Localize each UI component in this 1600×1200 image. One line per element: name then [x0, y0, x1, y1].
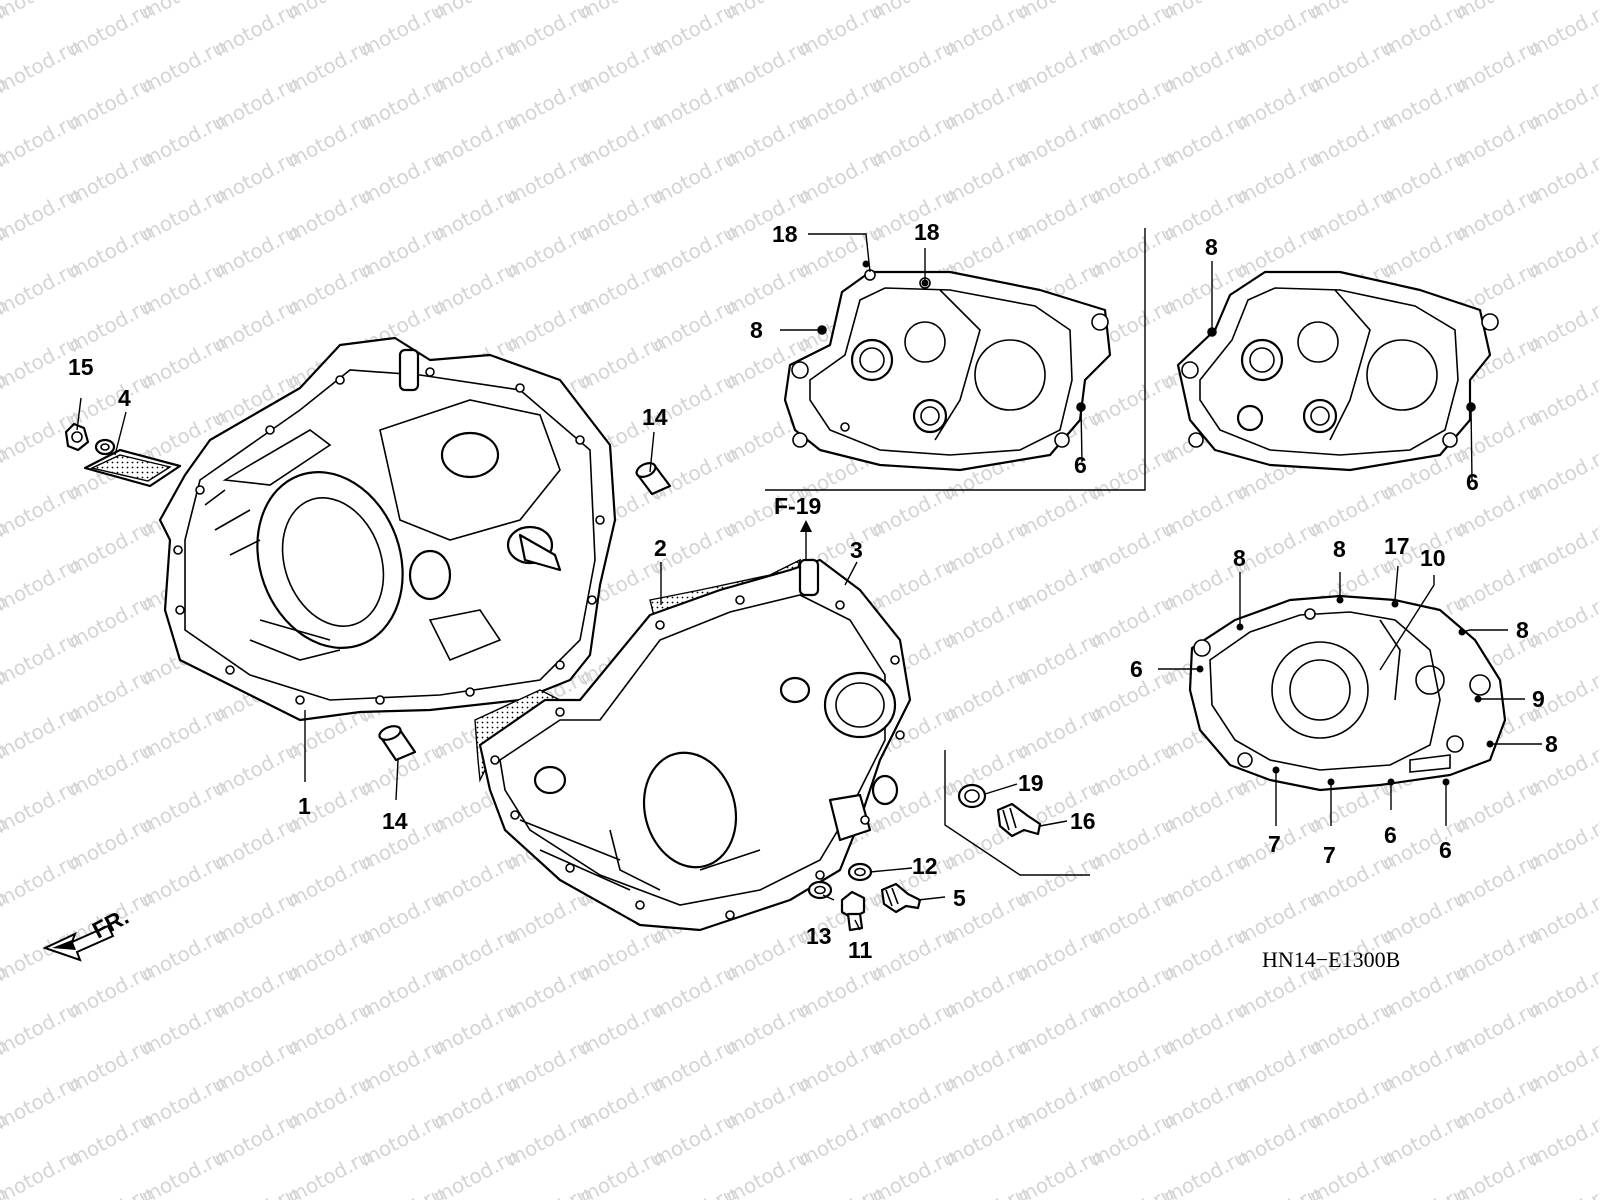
washer-12 — [847, 862, 873, 882]
callout-gasket-a-8: 8 — [750, 317, 763, 343]
callout-gasket-a-18-top: 18 — [914, 219, 940, 245]
callout-19: 19 — [1018, 770, 1044, 796]
callout-14-upper: 14 — [642, 404, 668, 430]
drain-bolt-15 — [64, 422, 90, 452]
callout-4: 4 — [118, 385, 131, 411]
callout-labels: 15 4 1 14 14 2 3 F-19 13 11 12 5 19 16 1… — [68, 219, 1558, 972]
left-crankcase — [158, 336, 617, 722]
bracket-line-gasket-a — [765, 228, 1146, 491]
callout-13: 13 — [806, 923, 832, 949]
leader-dots — [818, 260, 1494, 786]
callout-11: 11 — [848, 937, 873, 963]
callout-5: 5 — [953, 885, 966, 911]
callout-gasket-c-10: 10 — [1420, 545, 1446, 571]
callout-gasket-c-6-left: 6 — [1130, 656, 1143, 682]
front-arrow — [42, 924, 115, 962]
sealing-washer-13 — [807, 880, 833, 900]
switch-5 — [880, 882, 922, 914]
oil-strainer — [83, 438, 182, 488]
drain-bolt-11 — [840, 890, 866, 932]
callout-gasket-b-6: 6 — [1466, 469, 1479, 495]
diagram-code: HN14−E1300B — [1262, 947, 1400, 972]
reference-arrow — [800, 520, 812, 560]
callout-3: 3 — [850, 537, 863, 563]
gasket-c — [1188, 594, 1507, 792]
callout-gasket-c-7-b: 7 — [1323, 842, 1336, 868]
gasket-b — [1176, 270, 1499, 472]
o-ring-19 — [957, 783, 987, 809]
callout-gasket-c-9: 9 — [1532, 686, 1545, 712]
callout-gasket-c-17: 17 — [1384, 533, 1410, 559]
callout-gasket-a-18-left: 18 — [772, 221, 798, 247]
callout-15: 15 — [68, 354, 94, 380]
right-crankcase-bolt-holes — [490, 595, 905, 920]
callout-gasket-c-8-a: 8 — [1233, 545, 1246, 571]
callout-gasket-c-8-d: 8 — [1545, 731, 1558, 757]
callout-gasket-c-6-c: 6 — [1439, 837, 1452, 863]
dowel-pin-upper — [635, 462, 672, 496]
callout-12: 12 — [912, 853, 938, 879]
callout-gasket-c-8-b: 8 — [1333, 536, 1346, 562]
callout-gasket-a-6: 6 — [1074, 452, 1087, 478]
callout-gasket-c-8-c: 8 — [1516, 617, 1529, 643]
gasket-a — [783, 269, 1112, 472]
right-crankcase — [474, 558, 912, 932]
callout-2: 2 — [654, 535, 667, 561]
callout-gasket-b-8: 8 — [1205, 234, 1218, 260]
left-crankcase-bolt-holes — [173, 367, 605, 705]
bracket-line-16-19 — [944, 750, 1090, 876]
callout-gasket-c-6-b: 6 — [1384, 822, 1397, 848]
switch-16 — [996, 802, 1042, 838]
callout-16: 16 — [1070, 808, 1096, 834]
dowel-pin-lower — [378, 725, 417, 762]
callout-gasket-c-7-a: 7 — [1268, 831, 1281, 857]
callout-14-lower: 14 — [382, 808, 408, 834]
reference-f19: F-19 — [774, 493, 821, 519]
callout-1: 1 — [298, 793, 311, 819]
